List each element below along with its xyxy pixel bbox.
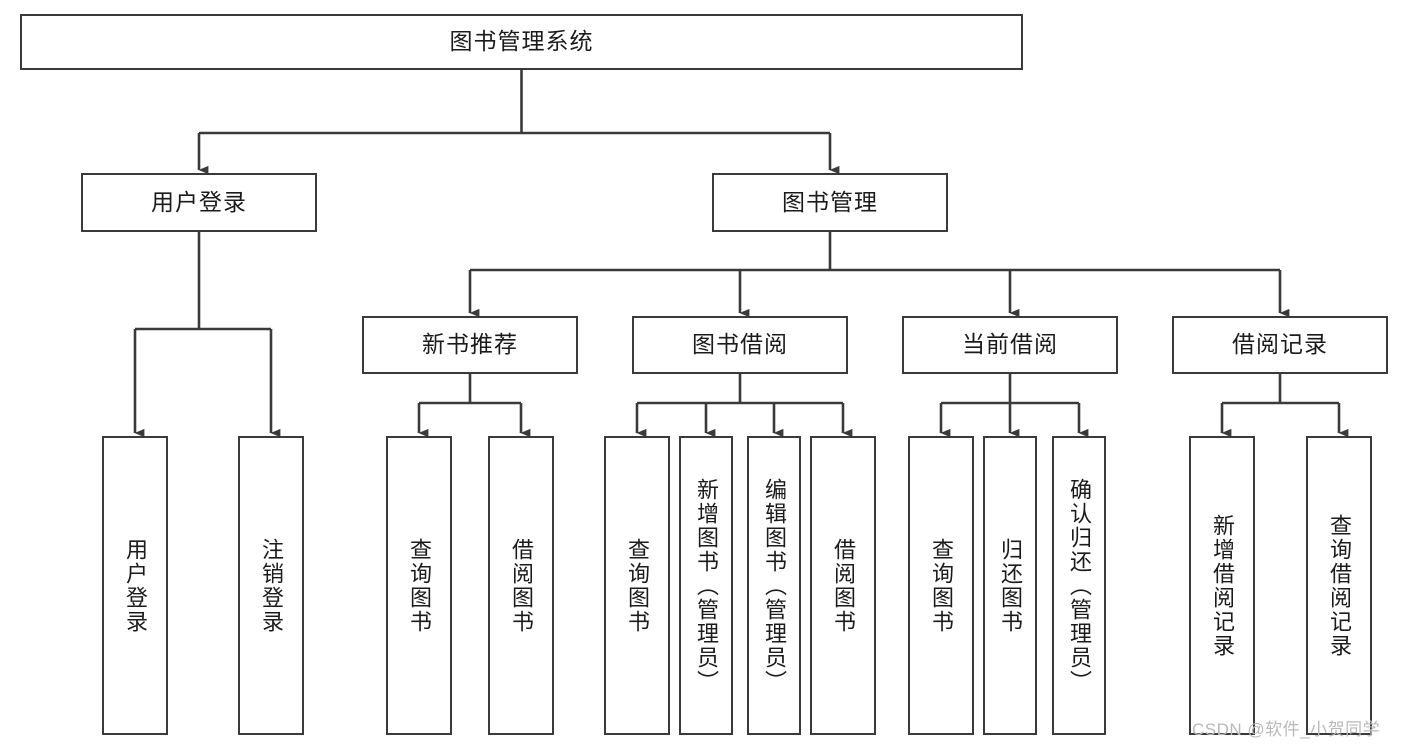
leaf-add-borrow-record[interactable]: 新增借阅记录 — [1189, 436, 1255, 735]
node-user-login[interactable]: 用户登录 — [81, 173, 317, 232]
node-current-borrow[interactable]: 当前借阅 — [902, 316, 1118, 374]
leaf-logout[interactable]: 注销登录 — [238, 436, 304, 735]
node-label: 查询图书 — [406, 537, 432, 634]
leaf-edit-book-admin[interactable]: 编辑图书（管理员） — [747, 436, 801, 735]
node-label: 借阅记录 — [1232, 331, 1328, 358]
leaf-borrow-book[interactable]: 借阅图书 — [810, 436, 876, 735]
leaf-add-book-admin[interactable]: 新增图书（管理员） — [679, 436, 733, 735]
node-label: 编辑图书（管理员） — [761, 477, 787, 694]
node-label: 查询图书 — [624, 537, 650, 634]
node-label: 图书管理 — [782, 188, 878, 215]
node-label: 借阅图书 — [508, 537, 534, 634]
leaf-query-borrow-record[interactable]: 查询借阅记录 — [1306, 436, 1372, 735]
node-label: 注销登录 — [258, 537, 284, 634]
node-label: 图书借阅 — [692, 331, 788, 358]
leaf-return-book[interactable]: 归还图书 — [983, 436, 1037, 735]
node-label: 图书管理系统 — [449, 28, 594, 55]
csdn-watermark: CSDN @软件_小贺同学 — [1192, 720, 1381, 739]
node-label: 确认归还（管理员） — [1066, 477, 1092, 694]
node-new-book-recommend[interactable]: 新书推荐 — [362, 316, 578, 374]
node-label: 当前借阅 — [962, 331, 1058, 358]
node-book-management[interactable]: 图书管理 — [712, 173, 948, 232]
node-label: 借阅图书 — [830, 537, 856, 634]
node-book-borrow[interactable]: 图书借阅 — [632, 316, 848, 374]
node-borrow-record[interactable]: 借阅记录 — [1172, 316, 1388, 374]
leaf-confirm-return-admin[interactable]: 确认归还（管理员） — [1052, 436, 1106, 735]
leaf-query-book-recommend[interactable]: 查询图书 — [386, 436, 452, 735]
node-label: 新增图书（管理员） — [693, 477, 719, 694]
node-label: 新增借阅记录 — [1209, 513, 1235, 658]
node-label: 查询借阅记录 — [1326, 513, 1352, 658]
leaf-query-book-current[interactable]: 查询图书 — [908, 436, 974, 735]
leaf-query-book-borrow[interactable]: 查询图书 — [604, 436, 670, 735]
node-label: 查询图书 — [928, 537, 954, 634]
node-root-library-system[interactable]: 图书管理系统 — [20, 14, 1023, 70]
node-label: 用户登录 — [151, 188, 247, 215]
leaf-user-login[interactable]: 用户登录 — [102, 436, 168, 735]
node-label: 用户登录 — [122, 537, 148, 634]
node-label: 归还图书 — [997, 537, 1023, 634]
leaf-borrow-book-recommend[interactable]: 借阅图书 — [488, 436, 554, 735]
node-label: 新书推荐 — [422, 331, 518, 358]
